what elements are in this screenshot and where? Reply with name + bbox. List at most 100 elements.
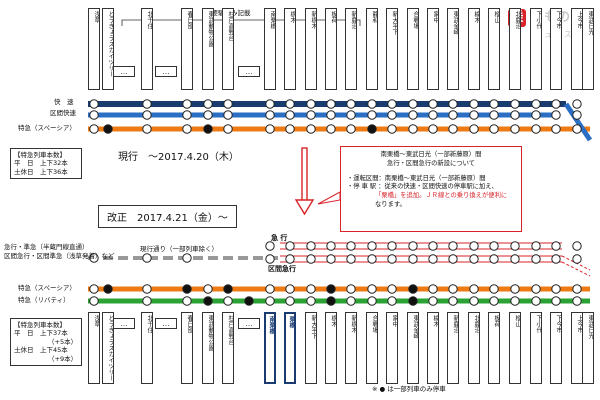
omitted-stations: …	[113, 66, 135, 77]
station-label: 下小代	[530, 8, 542, 90]
stop-section-express	[306, 254, 316, 264]
station-label: 栃木	[325, 312, 337, 384]
stop-spacia-bottom	[489, 284, 499, 294]
station-label: 栗橋	[284, 312, 296, 384]
stop-spacia-top	[346, 124, 356, 134]
stop-rapid	[489, 99, 499, 109]
stop-express	[428, 241, 438, 251]
station-label: 杉戸高野台	[222, 312, 234, 384]
stop-rapid	[285, 99, 295, 109]
stop-spacia-bottom	[510, 284, 520, 294]
station-label: 杉戸高野台	[222, 8, 234, 90]
stop-section-rapid	[387, 110, 397, 120]
station-label: 楡木	[427, 312, 439, 384]
footnote: ※ ● は一部列車のみ停車	[372, 385, 446, 393]
stop-spacia-top	[387, 124, 397, 134]
stop-spacia-top	[182, 124, 192, 134]
stop-section-rapid	[551, 110, 561, 120]
stop-revaty	[326, 296, 336, 306]
stop-revaty	[203, 296, 213, 306]
station-label: 東武金崎	[447, 8, 459, 90]
count-title: 【特急列車本数】	[14, 321, 66, 329]
stop-section-rapid	[223, 110, 233, 120]
stop-spacia-bottom	[387, 284, 397, 294]
station-label: 楡木	[468, 8, 480, 90]
stop-section-express	[387, 254, 397, 264]
stop-revaty	[285, 296, 295, 306]
station-label: 浅草	[88, 8, 100, 90]
stop-section-express	[489, 254, 499, 264]
stop-rapid	[428, 99, 438, 109]
stop-section-rapid	[489, 110, 499, 120]
stop-revaty	[428, 296, 438, 306]
header-bracket	[121, 19, 361, 26]
stop-spacia-top	[142, 124, 152, 134]
stop-express	[306, 241, 316, 251]
stop-spacia-bottom	[285, 284, 295, 294]
stop-rapid	[572, 99, 582, 109]
stop-spacia-top	[223, 124, 233, 134]
station-label: 東武金崎	[407, 312, 419, 384]
stop-spacia-bottom	[531, 284, 541, 294]
count-holiday: 土休日 上下45本	[14, 346, 68, 355]
stop-express	[531, 241, 541, 251]
stop-revaty	[265, 296, 275, 306]
count-weekday: 平 日 上下32本	[14, 159, 68, 168]
stop-express	[448, 241, 458, 251]
station-label: 静和	[366, 8, 378, 90]
station-label: 浅草	[88, 312, 100, 384]
station-label: 春日部	[181, 312, 193, 384]
label-revaty: 特急（リバティ）	[18, 296, 70, 304]
stop-spacia-bottom	[551, 284, 561, 294]
stop-revaty	[489, 296, 499, 306]
stop-rapid	[265, 99, 275, 109]
omitted-stations: …	[155, 66, 177, 77]
stop-spacia-bottom	[572, 284, 582, 294]
station-label: 東武日光	[582, 8, 594, 90]
count-title: 【特急列車本数】	[14, 151, 66, 159]
stop-express	[346, 241, 356, 251]
station-label: 樅山	[488, 8, 500, 90]
stop-section-rapid	[182, 110, 192, 120]
stop-spacia-bottom	[448, 284, 458, 294]
stop-spacia-bottom	[346, 284, 356, 294]
stop-section-rapid	[326, 110, 336, 120]
station-label: 栃木	[284, 8, 296, 90]
station-label: 東武動物公園	[202, 312, 214, 384]
stop-revaty	[346, 296, 356, 306]
stop-spacia-top	[265, 124, 275, 134]
stop-spacia-bottom	[408, 284, 418, 294]
stop-spacia-top	[367, 124, 377, 134]
station-label: 新鹿沼	[345, 8, 357, 90]
callout-subtitle: 急行・区間急行の新設について	[387, 159, 475, 167]
station-label: 新栃木	[305, 8, 317, 90]
stop-express	[387, 241, 397, 251]
label-section-express-left: 区間急行・区間準急（浅草発着）など	[4, 252, 115, 260]
label-rapid: 快 速	[54, 98, 74, 106]
stop-section-rapid	[367, 110, 377, 120]
station-label: 北千住	[141, 8, 153, 90]
station-label: 北千住	[141, 312, 153, 384]
stop-section-rapid	[203, 110, 213, 120]
stop-revaty	[387, 296, 397, 306]
stop-revaty	[182, 296, 192, 306]
train-count-box-new: 【特急列車本数】 平 日 上下37本 （+5本） 土休日 上下45本 （+9本）	[10, 318, 82, 367]
label-spacia: 特急（スペーシア）	[18, 284, 76, 292]
station-label: 樅山	[509, 312, 521, 384]
omitted-stations: …	[238, 318, 260, 329]
stop-spacia-bottom	[428, 284, 438, 294]
stop-rapid	[469, 99, 479, 109]
stop-rapid	[531, 99, 541, 109]
stop-spacia-top	[469, 124, 479, 134]
stop-rapid	[408, 99, 418, 109]
stop-spacia-top	[531, 124, 541, 134]
label-section-rapid: 区間快速	[50, 109, 76, 117]
stop-revaty	[469, 296, 479, 306]
station-label: 板荷	[325, 8, 337, 90]
station-label: 北鹿沼	[509, 8, 521, 90]
stop-rapid	[142, 99, 152, 109]
stop-spacia-bottom	[203, 284, 213, 294]
stop-rapid	[448, 99, 458, 109]
stop-revaty	[572, 296, 582, 306]
